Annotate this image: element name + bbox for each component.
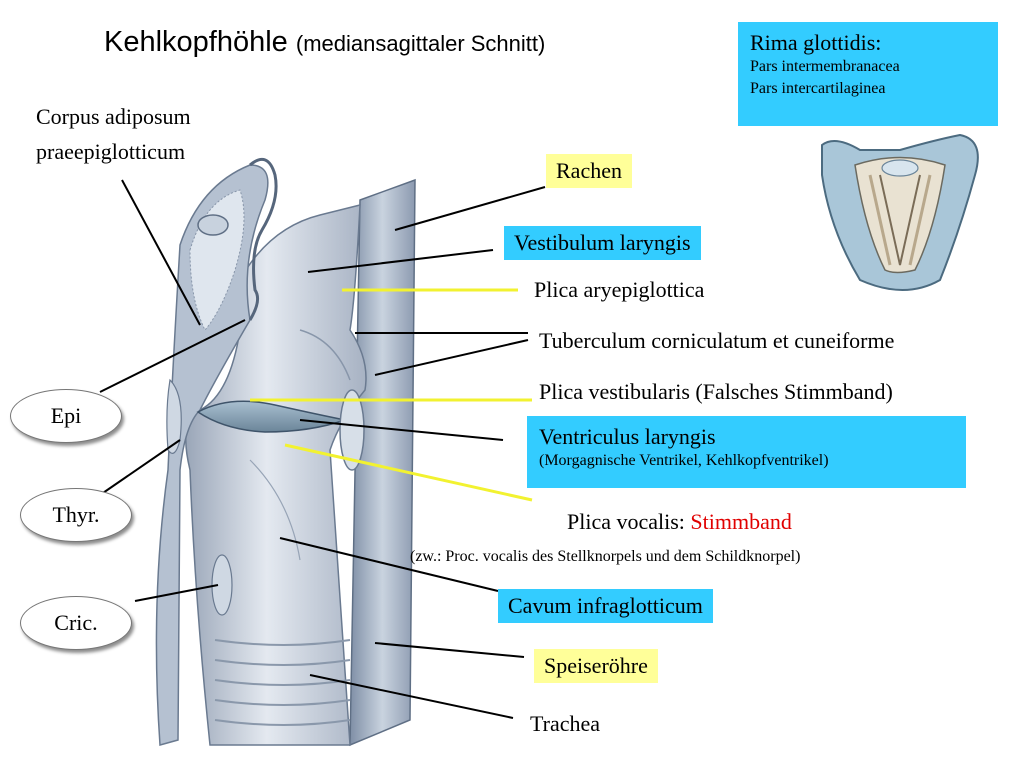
thyr-oval: Thyr. <box>20 488 132 542</box>
trachea-label: Trachea <box>530 711 601 736</box>
rima-line-1: Pars intermembranacea <box>750 58 900 75</box>
epiglottis <box>248 157 278 321</box>
ventriculus-label: Ventriculus laryngis <box>539 424 716 449</box>
thyroid-section <box>166 378 182 454</box>
corpus-label-line2: praeepiglotticum <box>36 139 186 164</box>
cric-oval: Cric. <box>20 596 132 650</box>
vocalis-text: Plica vocalis: <box>567 509 691 534</box>
corpus-label-line1: Corpus adiposum <box>36 104 191 129</box>
tracheal-rings <box>214 639 351 726</box>
vocalis-label: Plica vocalis: Stimmband <box>567 509 792 535</box>
title-main: Kehlkopfhöhle <box>104 26 288 58</box>
speiseroehre-label: Speiseröhre <box>534 649 658 683</box>
rima-title: Rima glottidis: <box>750 30 882 55</box>
rima-line-2: Pars intercartilaginea <box>750 80 886 97</box>
rima-glottidis-illustration <box>821 133 979 291</box>
aryepiglottica-label: Plica aryepiglottica <box>534 277 705 302</box>
rima-glottidis-box: Rima glottidis: Pars intermembranacea Pa… <box>738 22 998 126</box>
vocalis-note: (zw.: Proc. vocalis des Stellknorpels un… <box>410 548 801 565</box>
pointer-lines <box>99 179 546 719</box>
ventriculus-box: Ventriculus laryngis (Morgagnische Ventr… <box>527 416 966 488</box>
hyoid-section <box>197 214 229 236</box>
stimmband-text: Stimmband <box>690 509 792 534</box>
vestibularis-label: Plica vestibularis (Falsches Stimmband) <box>539 379 893 404</box>
cavum-label: Cavum infraglotticum <box>498 589 713 623</box>
page-title: Kehlkopfhöhle (mediansagittaler Schnitt) <box>104 26 545 59</box>
anterior-wall <box>155 164 269 746</box>
posterior-wall <box>349 178 416 747</box>
vestibulum-label: Vestibulum laryngis <box>504 226 701 260</box>
tuberculum-label: Tuberculum corniculatum et cuneiforme <box>539 328 895 353</box>
ventriculus-sublabel: (Morgagnische Ventrikel, Kehlkopfventrik… <box>539 452 829 469</box>
epi-oval: Epi <box>10 389 122 443</box>
cricoid-section <box>211 554 233 616</box>
title-sub: (mediansagittaler Schnitt) <box>295 31 546 56</box>
rachen-label: Rachen <box>546 154 632 188</box>
yellow-pointer-lines <box>250 288 533 502</box>
arytenoid <box>339 389 365 471</box>
